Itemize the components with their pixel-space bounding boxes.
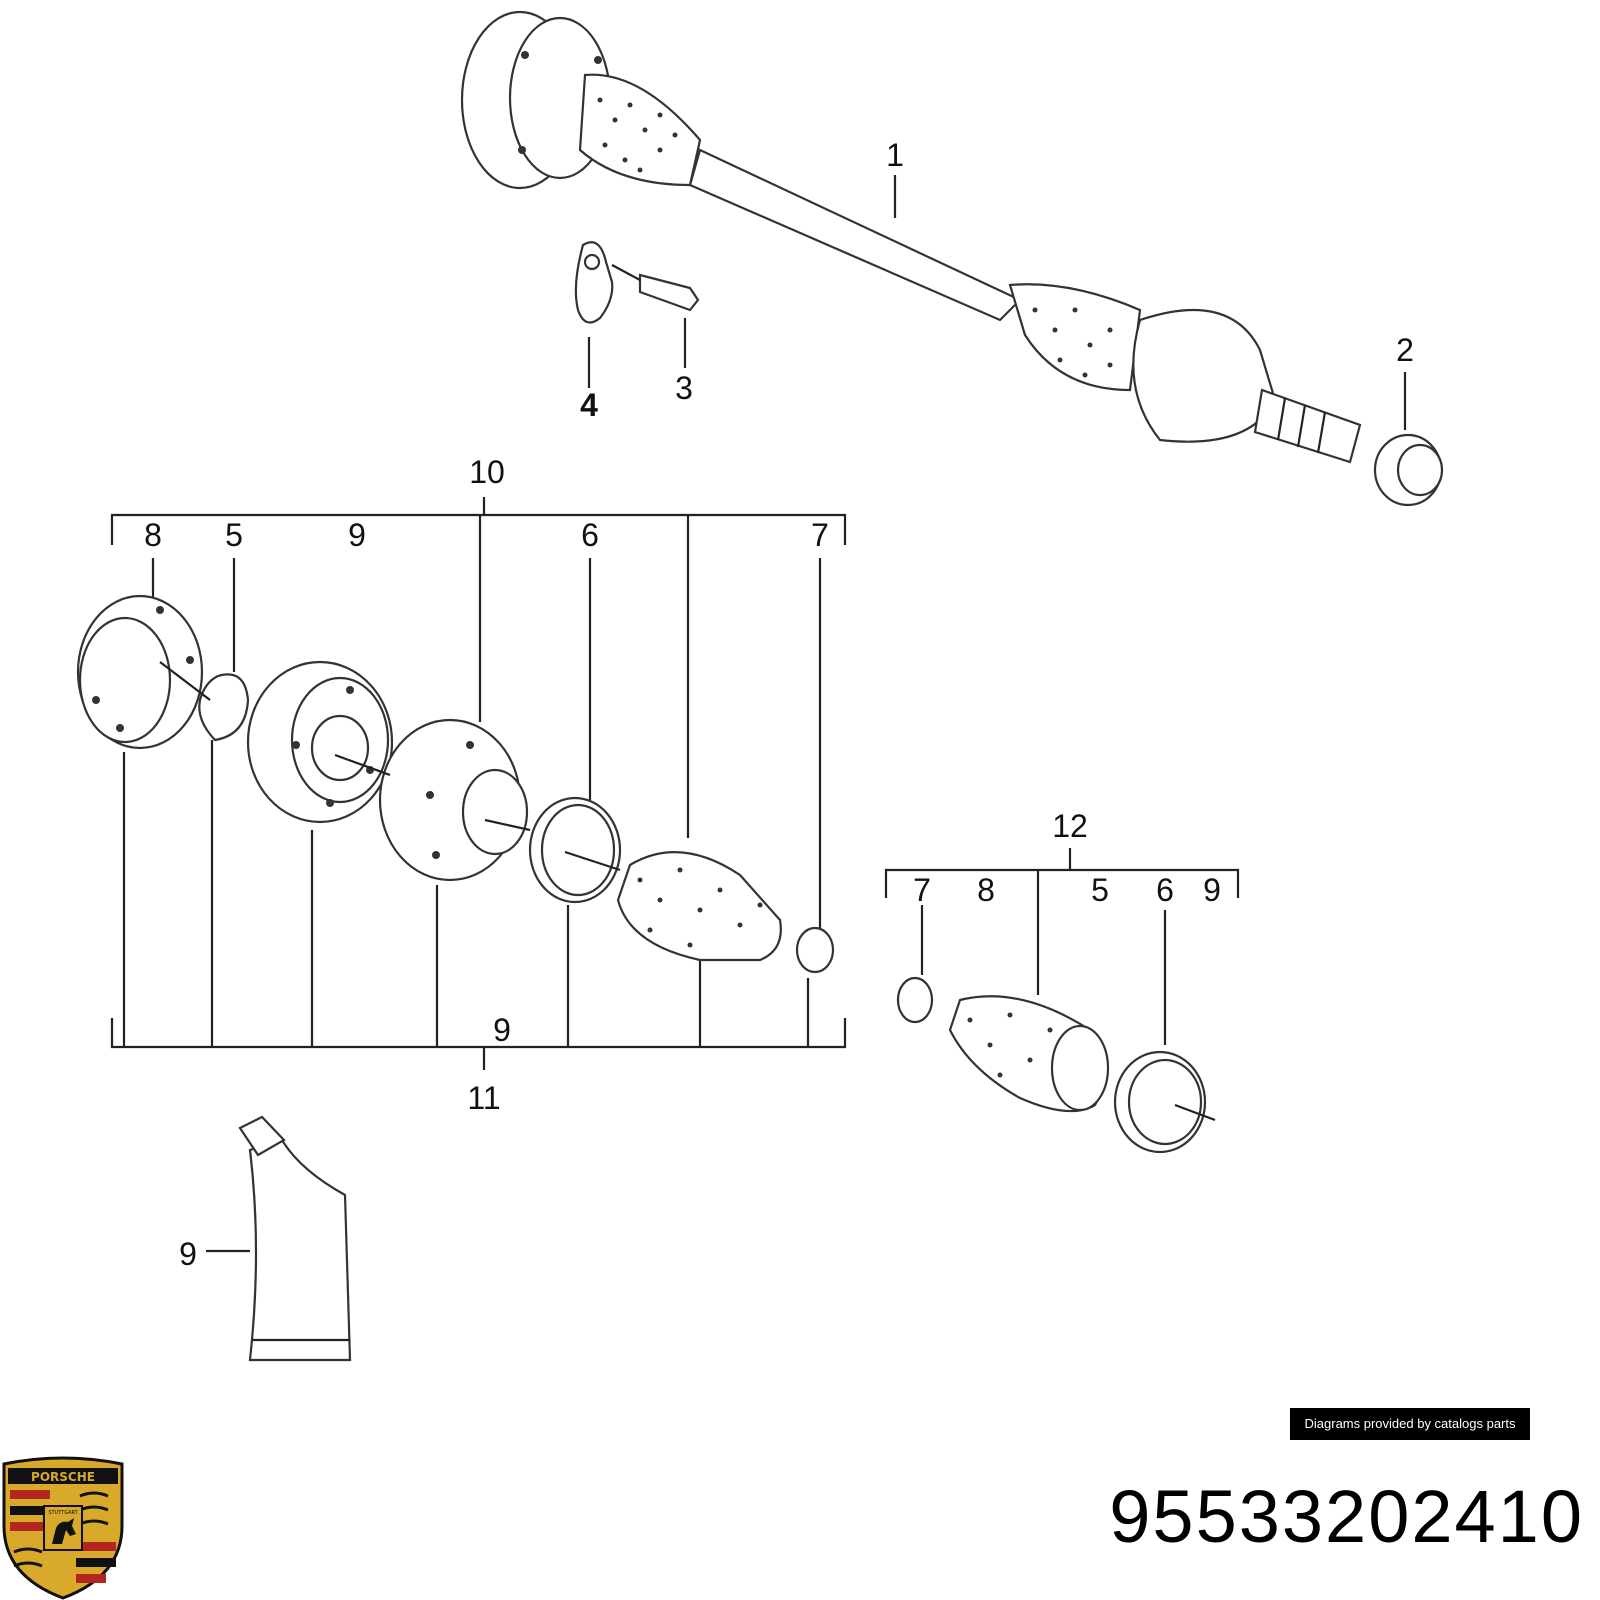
exploded-joint-parts	[76, 594, 835, 974]
callout-12-9: 9	[1203, 872, 1221, 908]
crest-logo-subtext: STUTTGART	[48, 1510, 78, 1516]
grease-tube	[206, 1115, 352, 1362]
callout-10: 10	[469, 454, 505, 490]
bracket-10-11	[110, 497, 847, 1070]
callout-3: 3	[675, 370, 693, 406]
porsche-crest-logo: PORSCHE STUTTGART	[2, 1456, 124, 1600]
callout-9-tube: 9	[179, 1236, 197, 1272]
callout-10-9: 9	[348, 517, 366, 553]
callout-12-7: 7	[913, 872, 931, 908]
left-boot-dots	[597, 97, 678, 173]
callout-4: 4	[580, 387, 598, 423]
callout-12: 12	[1052, 808, 1088, 844]
right-boot-dots	[1032, 307, 1113, 378]
boot-dots	[637, 867, 763, 948]
diagram-credit-badge: Diagrams provided by catalogs parts	[1290, 1408, 1530, 1440]
callout-11-9: 9	[493, 1012, 511, 1048]
crest-logo-text: PORSCHE	[31, 1470, 95, 1484]
callout-12-8: 8	[977, 872, 995, 908]
callout-10-5: 5	[225, 517, 243, 553]
drive-shaft-assembly	[460, 10, 1362, 464]
lock-plate-and-bolt	[574, 241, 700, 388]
axle-nut	[1373, 372, 1444, 507]
callout-10-6: 6	[581, 517, 599, 553]
callout-1: 1	[886, 137, 904, 173]
callout-12-5: 5	[1091, 872, 1109, 908]
bracket-12-kit	[884, 848, 1240, 1154]
callout-12-6: 6	[1156, 872, 1174, 908]
callout-10-7: 7	[811, 517, 829, 553]
callout-2: 2	[1396, 332, 1414, 368]
part-number: 95533202410	[1109, 1475, 1584, 1558]
callout-10-8: 8	[144, 517, 162, 553]
callout-11: 11	[467, 1080, 501, 1116]
